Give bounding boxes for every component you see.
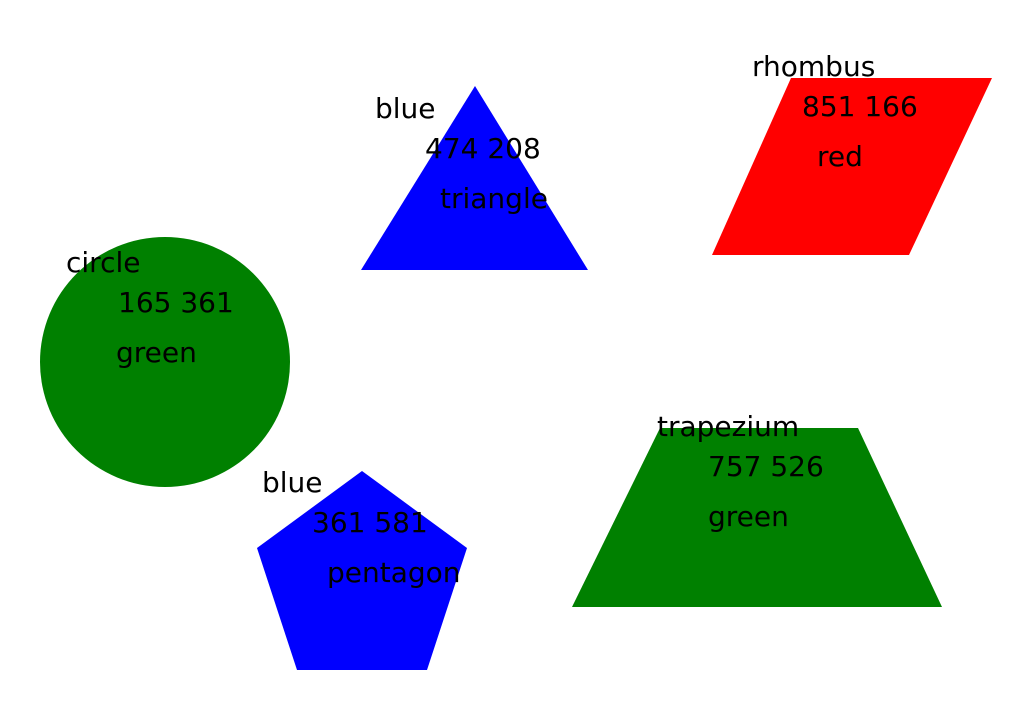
circle-shape [40, 237, 290, 487]
pentagon-group: blue 361 581 pentagon [257, 466, 467, 670]
trapezium-name-label: trapezium [657, 410, 799, 443]
circle-color-label: green [116, 336, 197, 369]
trapezium-color-label: green [708, 500, 789, 533]
circle-coords-label: 165 361 [118, 286, 234, 319]
rhombus-shape [712, 78, 992, 255]
rhombus-coords-label: 851 166 [802, 90, 918, 123]
pentagon-name-label: pentagon [327, 556, 461, 589]
pentagon-coords-label: 361 581 [312, 506, 428, 539]
pentagon-shape [257, 471, 467, 670]
rhombus-color-label: red [817, 140, 863, 173]
trapezium-coords-label: 757 526 [708, 450, 824, 483]
circle-group: circle 165 361 green [40, 237, 290, 487]
triangle-coords-label: 474 208 [425, 132, 541, 165]
circle-name-label: circle [66, 246, 140, 279]
trapezium-shape [572, 428, 942, 607]
triangle-color-label: blue [375, 92, 436, 125]
triangle-name-label: triangle [440, 182, 548, 215]
triangle-shape [361, 86, 588, 270]
pentagon-color-label: blue [262, 466, 323, 499]
rhombus-name-label: rhombus [752, 50, 875, 83]
triangle-group: blue 474 208 triangle [361, 86, 588, 270]
trapezium-group: trapezium 757 526 green [572, 410, 942, 607]
rhombus-group: rhombus 851 166 red [712, 50, 992, 255]
